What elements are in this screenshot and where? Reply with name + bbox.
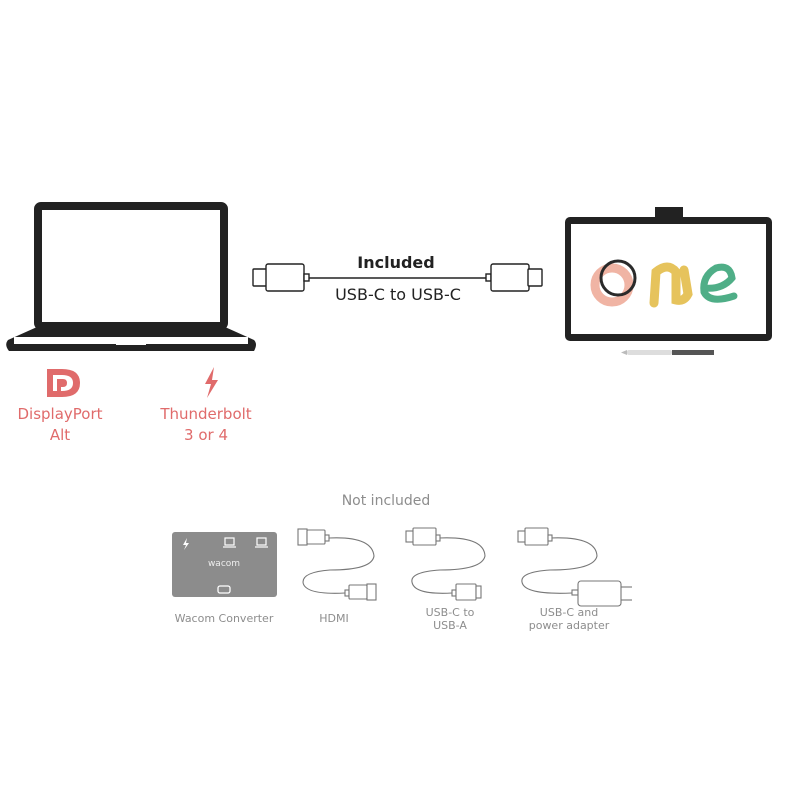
usb-c-to-usb-a-cable-icon [405, 527, 486, 601]
displayport-label-line2: Alt [49, 426, 71, 444]
not-included-heading: Not included [341, 493, 431, 509]
item-label-converter: Wacom Converter [174, 612, 274, 625]
included-heading: Included [357, 253, 435, 272]
usb-c-power-adapter-icon [517, 527, 632, 607]
displayport-icon [47, 369, 80, 397]
hdmi-cable-icon [297, 528, 377, 601]
cable-label: USB-C to USB-C [335, 285, 461, 304]
thunderbolt-label-line2: 3 or 4 [184, 426, 228, 444]
item-label-hdmi: HDMI [319, 612, 349, 625]
displayport-label: DisplayPort [17, 405, 103, 423]
thunderbolt-label: Thunderbolt [160, 405, 252, 423]
thunderbolt-icon [205, 367, 218, 398]
laptop-icon [6, 202, 256, 351]
wacom-converter-icon [172, 532, 277, 597]
converter-brand-logo: wacom [207, 559, 241, 569]
usb-c-cable-icon [252, 263, 543, 292]
wacom-one-display-icon [565, 207, 772, 355]
